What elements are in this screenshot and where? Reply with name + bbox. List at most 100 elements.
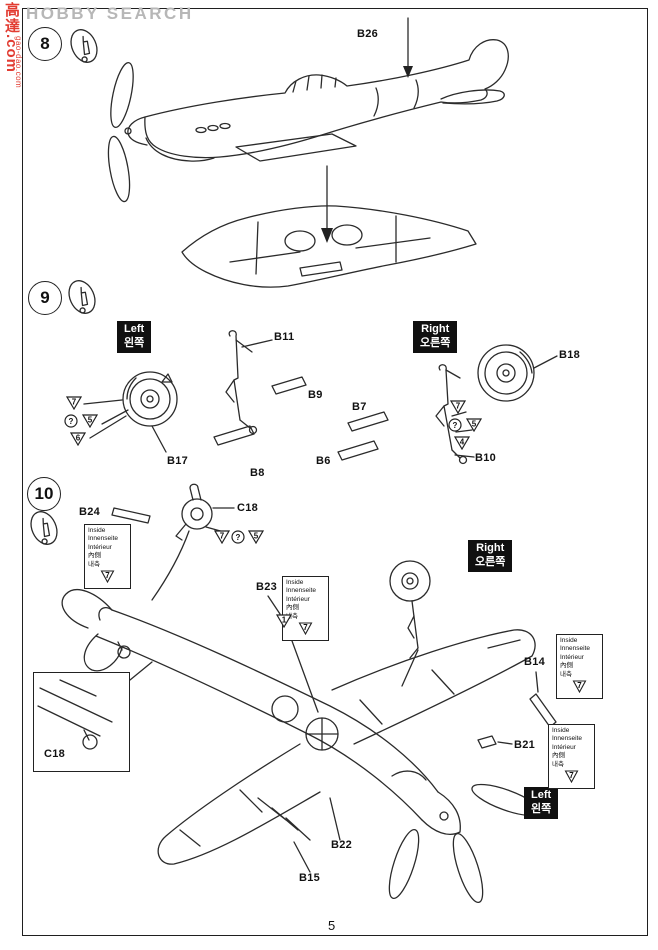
step9-right-wheel [477,344,535,402]
site-watermark-cn: 高達.com [3,2,20,74]
step10-b21-part [477,735,497,749]
paint-flag-5: 5 [465,418,483,433]
svg-text:7: 7 [569,771,574,780]
part-label-b18: B18 [559,349,581,361]
svg-text:5: 5 [472,420,477,429]
inside-note-ko: 내측 [286,612,298,620]
part-label-b6: B6 [316,455,331,467]
b10-leader [454,454,475,458]
step10-tailwheel-c18 [175,483,213,541]
inside-note-fr: Intérieur [560,653,584,661]
flag1-leader [287,629,319,713]
svg-text:?: ? [236,533,241,542]
svg-text:5: 5 [88,416,93,425]
inside-note-en: Inside [552,727,570,734]
svg-text:1: 1 [282,616,287,625]
part-label-c18-inset: C18 [44,748,66,760]
page-number: 5 [328,918,336,933]
b23-leader [267,595,281,615]
step10-b24-part [111,507,151,524]
right-flag-leaders [451,411,473,433]
inside-note-de: Innenseite [552,735,582,743]
step-9-text: 9 [40,288,50,307]
step8-assembly-arrow [321,165,333,243]
left-label-en: Left [531,789,552,801]
step-10-text: 10 [34,484,54,503]
svg-text:7: 7 [456,402,461,411]
inside-note-ko: 내측 [88,560,100,568]
inside-note-box-3: Inside Innenseite Intérieur 內側 내측 7 [556,634,603,699]
right-label-ko: 오른쪽 [420,336,451,349]
paint-flag-7: 7 [65,396,83,411]
svg-text:7: 7 [72,398,77,407]
part-label-b23: B23 [256,581,278,593]
inside-note-ja: 內側 [552,752,565,760]
paint-flag-icon: 7 [572,680,587,694]
part-label-c18: C18 [237,502,259,514]
right-label-en: Right [476,542,505,554]
part-label-b9: B9 [308,389,323,401]
inside-note-fr: Intérieur [286,595,310,603]
inside-note-en: Inside [88,527,106,534]
left-label-en: Left [124,323,145,335]
left-label-ko: 왼쪽 [531,802,552,815]
inside-note-ja: 內側 [560,662,573,670]
inside-note-ja: 內側 [88,552,101,560]
question-flag: ? [448,418,462,432]
svg-text:4: 4 [460,438,465,447]
c18-to-tail-leader [151,530,190,601]
site-watermark-url: gao-dao.com [14,36,23,89]
part-label-b22: B22 [331,839,353,851]
question-flag: ? [64,414,78,428]
hobby-search-watermark: HOBBY SEARCH [26,4,194,23]
paint-flag-4: 4 [453,436,471,451]
svg-text:7: 7 [577,681,582,690]
inside-note-ko: 내측 [560,670,572,678]
part-label-b21: B21 [514,739,536,751]
inside-note-box-1: Inside Innenseite Intérieur 內側 내측 7 [84,524,131,589]
step-8-text: 8 [40,34,50,53]
svg-text:?: ? [69,417,74,426]
inside-note-ja: 內側 [286,604,299,612]
step10-b14-part [529,693,557,728]
right-label-ko: 오른쪽 [475,555,506,568]
inside-note-fr: Intérieur [552,743,576,751]
b17-leader [151,425,167,453]
right-label-step9: Right 오른쪽 [413,321,458,353]
step8-wing-assembly [181,205,477,288]
step9-left-wheel [122,371,178,427]
glue-icon-step8 [70,29,98,63]
step10-right-wheel-strut [389,560,431,687]
svg-text:7: 7 [220,532,225,541]
tailwheel-inset-box [33,672,130,772]
inside-note-ko: 내측 [552,760,564,768]
b18-leader [533,355,558,369]
question-flag: ? [231,530,245,544]
step9-right-gear-strut [435,364,468,465]
paint-flag-icon: 7 [564,770,579,784]
paint-flag-5: 5 [81,414,99,429]
inside-note-fr: Intérieur [88,543,112,551]
part-label-b7: B7 [352,401,367,413]
paint-flag-6: 6 [69,432,87,447]
inside-note-de: Innenseite [88,535,118,543]
part-label-b14: B14 [524,656,546,668]
paint-flag-icon: 7 [298,622,313,636]
inset-tailwheel-detail-art [37,661,153,750]
step9-left-gear-strut [225,330,258,435]
inside-note-en: Inside [560,637,578,644]
step-10-number: 10 [27,477,61,511]
svg-text:6: 6 [76,434,81,443]
step8-side-view-aircraft [107,39,509,203]
left-label-step9: Left 왼쪽 [117,321,152,353]
left-label-ko: 왼쪽 [124,336,145,349]
paint-flag-5: 5 [247,530,265,545]
step10-bottom-view-aircraft [61,589,541,904]
right-label-step10: Right 오른쪽 [468,540,513,572]
step9-gear-doors-left [213,376,389,461]
part-label-b8: B8 [250,467,265,479]
glue-icon-step9 [68,280,96,314]
b15-leader [293,841,311,873]
part-label-b26: B26 [357,28,379,40]
